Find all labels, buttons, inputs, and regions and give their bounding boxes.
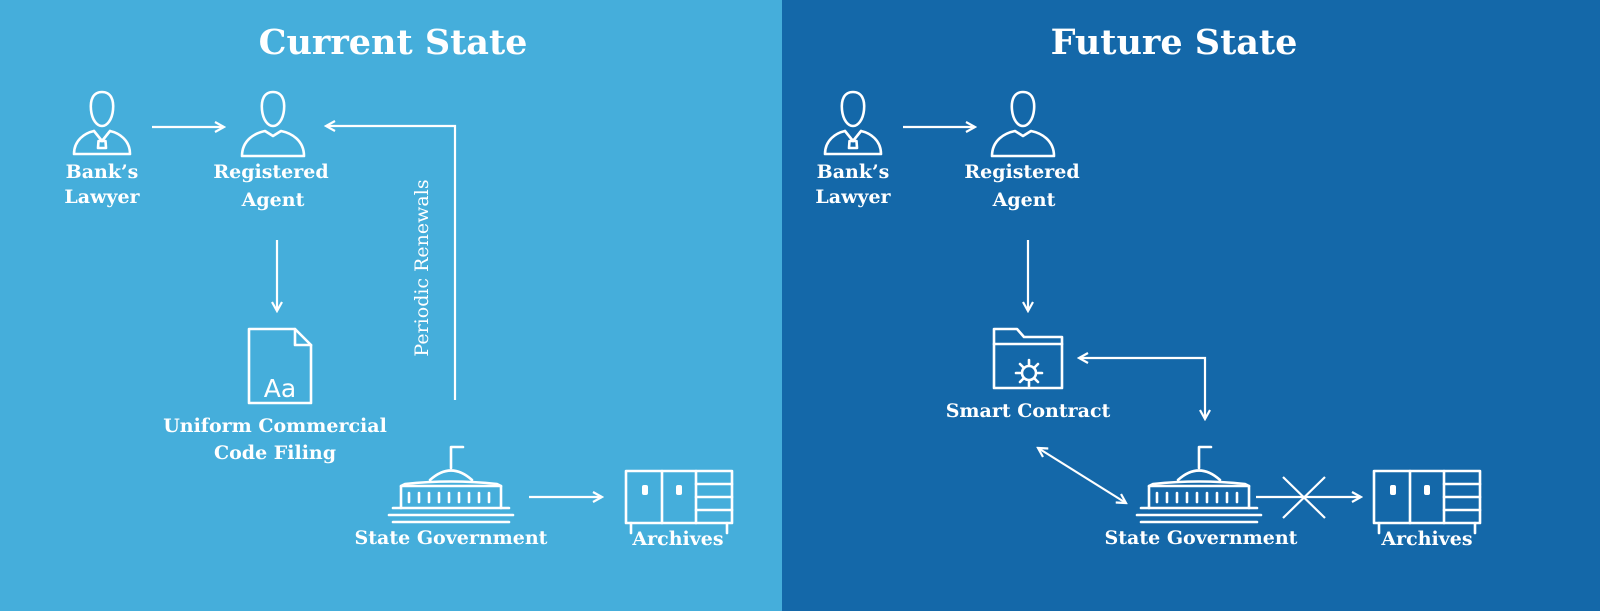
current-arrow-periodic-renewals [326,126,457,400]
future-state-panel [782,0,1600,611]
current-state-government-label: State Government [355,527,548,549]
current-registered-agent-label-line2: Agent [241,189,305,211]
document-icon [247,327,313,405]
future-registered-agent-label-line1: Registered [964,161,1079,183]
future-smart-contract-label: Smart Contract [946,400,1111,422]
current-bank-lawyer-label-line2: Lawyer [64,186,140,208]
current-state-panel [0,0,782,611]
future-bank-lawyer-label-line2: Lawyer [815,186,891,208]
filing-cabinet-icon [1372,469,1482,535]
filing-cabinet-icon [624,469,734,535]
current-ucc-filing-label-line1: Uniform Commercial [163,415,387,437]
future-state-government-label: State Government [1105,527,1298,549]
future-state-title: Future State [1051,22,1298,63]
document-icon-text: Aa [264,374,296,403]
folder-gear-icon [992,327,1064,390]
future-arrow-contract-gov-diagonal [1038,448,1126,503]
periodic-renewals-label: Periodic Renewals [411,179,433,356]
current-bank-lawyer-label-line1: Bank’s [66,161,139,183]
x-cross-icon [1282,476,1326,519]
current-archives-label: Archives [631,528,723,550]
current-state-title: Current State [259,22,528,63]
future-archives-label: Archives [1380,528,1472,550]
future-bank-lawyer-label-line1: Bank’s [817,161,890,183]
future-arrow-contract-gov-bidirectional [1079,358,1205,419]
future-registered-agent-label-line2: Agent [992,189,1056,211]
current-ucc-filing-label-line2: Code Filing [214,442,336,464]
current-registered-agent-label-line1: Registered [213,161,328,183]
